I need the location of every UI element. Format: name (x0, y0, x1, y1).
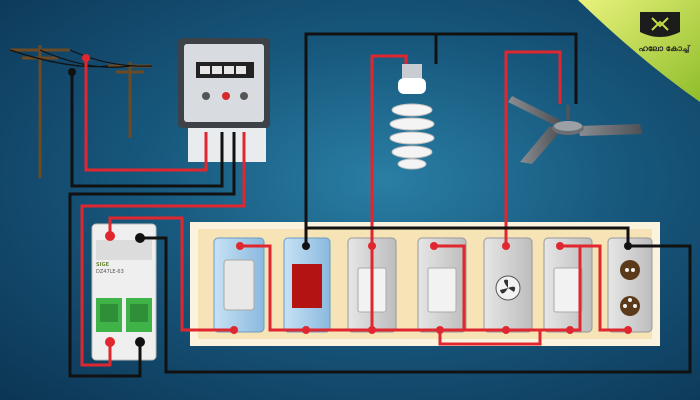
neutral-wires (68, 32, 692, 378)
power-socket-icon[interactable] (607, 237, 653, 333)
live-wires (80, 50, 628, 367)
brand-logo-icon (578, 0, 700, 102)
switch-master[interactable] (213, 237, 265, 333)
mcb-breaker-icon (91, 223, 157, 361)
energy-meter-icon (178, 38, 270, 162)
switch-fan[interactable] (417, 237, 467, 333)
ceiling-fan-icon (508, 96, 642, 164)
mcb-brand-label: SIGE (96, 262, 109, 268)
indicator-lamp (283, 237, 331, 333)
fan-regulator-icon[interactable] (483, 237, 533, 333)
utility-pole-icon (10, 45, 152, 178)
mcb-model-label: DZ47LE-63 (96, 269, 124, 275)
cfl-bulb-icon (389, 64, 435, 170)
brand-logo-text: ഹലോ കോച്ച് (638, 44, 690, 53)
switch-socket[interactable] (543, 237, 593, 333)
terminal-dots (68, 54, 632, 347)
